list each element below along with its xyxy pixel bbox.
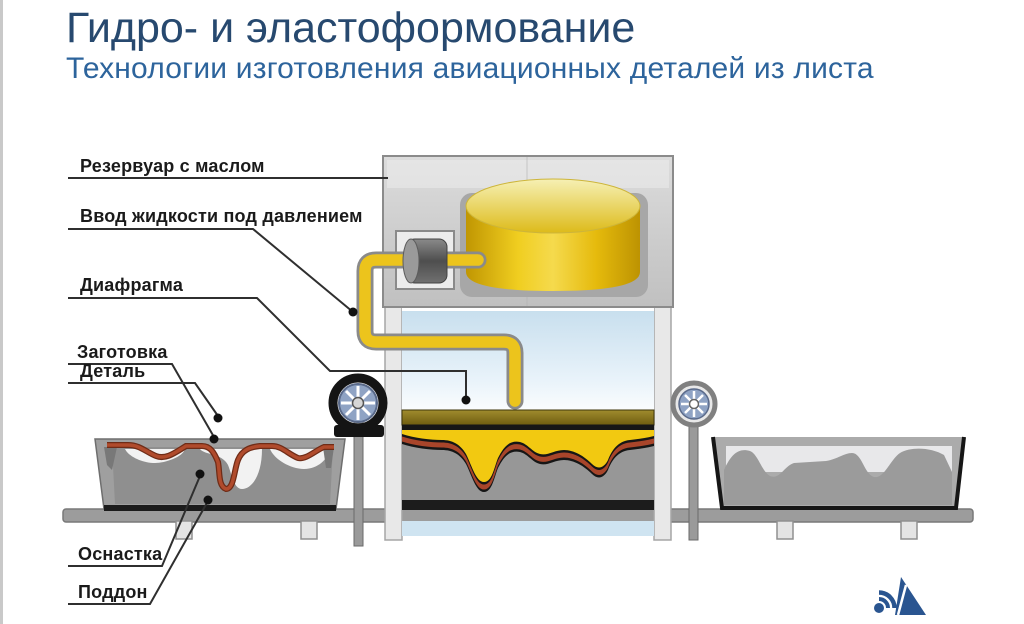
right-valve-wheel	[670, 380, 718, 428]
leader-diaphragm	[68, 297, 467, 398]
diaphragm-plate	[401, 409, 655, 426]
label-blank: Заготовка	[77, 342, 168, 362]
label-part: Деталь	[80, 361, 146, 381]
rail-leg	[900, 520, 918, 540]
label-tooling: Оснастка	[78, 544, 163, 564]
page-title: Гидро- и эластоформование	[66, 4, 636, 52]
left-valve-wheel	[328, 373, 388, 437]
rail-leg	[300, 520, 318, 540]
pressurized-fluid	[402, 418, 654, 482]
label-pallet: Поддон	[78, 582, 148, 602]
right-tray-pallet	[711, 436, 966, 510]
left-tray-tooling	[112, 447, 333, 504]
press-right-column	[653, 299, 672, 541]
company-logo-icon	[874, 577, 926, 616]
press-top-box	[382, 155, 674, 308]
press-window	[402, 303, 654, 536]
press-forming-stack	[401, 409, 655, 510]
rail-leg	[776, 520, 794, 540]
label-diaphragm: Диафрагма	[80, 275, 184, 295]
leader-blank	[68, 363, 215, 438]
leader-part	[68, 382, 219, 417]
left-tray-pallet	[94, 438, 346, 511]
label-fluid-inlet: Ввод жидкости под давлением	[80, 206, 363, 226]
slide-edge-strip	[0, 0, 3, 624]
leader-fluid-inlet	[68, 228, 354, 313]
leader-lines	[68, 177, 467, 605]
floor-rail	[62, 508, 974, 540]
oil-tank-top	[465, 178, 641, 234]
leader-dots	[195, 307, 471, 505]
leader-tooling	[68, 475, 201, 567]
page-subtitle: Технологии изготовления авиационных дета…	[66, 52, 874, 85]
right-tray-tooling	[724, 448, 952, 505]
inlet-fitting	[402, 238, 448, 284]
leader-pallet	[68, 500, 209, 605]
formed-sheet	[107, 443, 334, 491]
rail-leg	[175, 520, 193, 540]
press-bed-strip	[402, 521, 654, 536]
label-oil-reservoir: Резервуар с маслом	[80, 156, 265, 176]
oil-pipe	[356, 251, 524, 410]
